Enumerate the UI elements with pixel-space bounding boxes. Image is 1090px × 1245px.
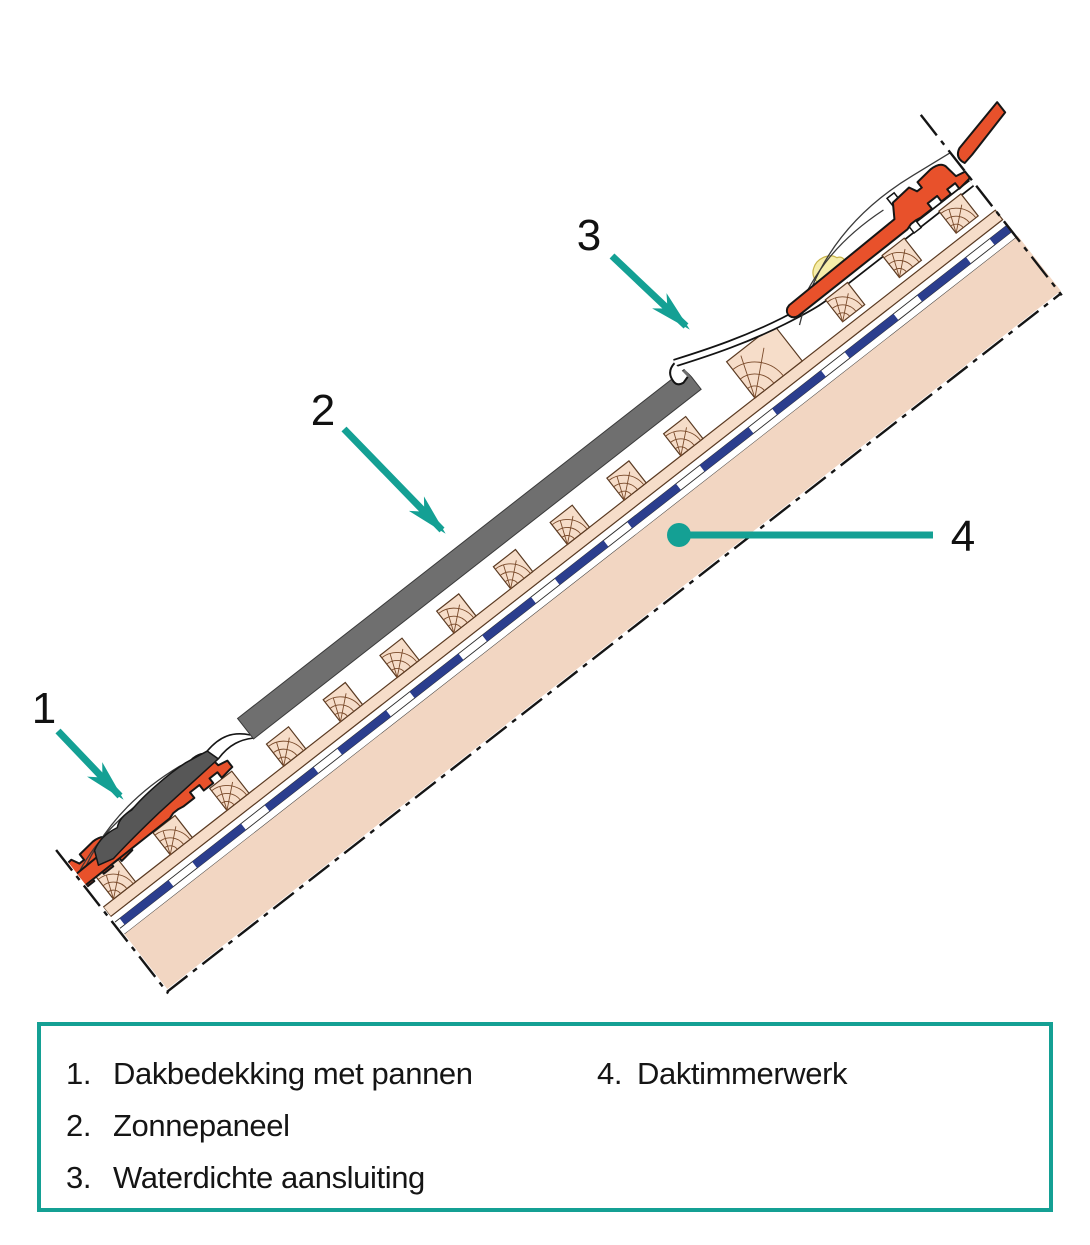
- apron-flashing: [93, 733, 254, 866]
- callout-4: 4: [667, 512, 975, 561]
- legend-item-2-number: 2.: [66, 1108, 92, 1143]
- legend-item-1-label: Dakbedekking met pannen: [113, 1056, 473, 1091]
- top-tile-course: [770, 101, 1007, 326]
- legend-box: 1. Dakbedekking met pannen 2. Zonnepanee…: [37, 1022, 1053, 1212]
- underlayment-layers: [110, 219, 1017, 934]
- callout-2-label: 2: [311, 386, 335, 435]
- legend-item-2-label: Zonnepaneel: [113, 1108, 290, 1143]
- roof-assembly: [0, 101, 1063, 995]
- next-tile-tail: [956, 101, 1007, 164]
- legend-item-1-number: 1.: [66, 1056, 92, 1091]
- callout-4-label: 4: [951, 512, 975, 561]
- legend-item-2: 2. Zonnepaneel: [66, 1108, 290, 1144]
- callout-3-label: 3: [577, 211, 601, 260]
- section-cut-lines: [55, 114, 1063, 995]
- callout-1: 1: [32, 684, 124, 800]
- legend-item-3-number: 3.: [66, 1160, 92, 1195]
- legend-item-4-label: Daktimmerwerk: [637, 1056, 848, 1091]
- underlayment-foil: [119, 225, 1012, 925]
- legend-item-3-label: Waterdichte aansluiting: [113, 1160, 425, 1195]
- flashing-support-batten: [725, 323, 804, 399]
- legend-item-3: 3. Waterdichte aansluiting: [66, 1160, 425, 1196]
- callout-3: 3: [577, 211, 690, 330]
- roof-deck: [122, 235, 1061, 991]
- callout-2: 2: [311, 386, 446, 534]
- callout-1-label: 1: [32, 684, 56, 733]
- counter-batten: [102, 209, 1004, 918]
- solar-panel: [236, 368, 702, 740]
- legend-item-4-number: 4.: [597, 1056, 623, 1091]
- flashing-lip: [669, 362, 689, 386]
- legend-item-4: 4. Daktimmerwerk: [597, 1056, 847, 1092]
- legend-item-1: 1. Dakbedekking met pannen: [66, 1056, 473, 1092]
- top-flashing: [669, 179, 975, 399]
